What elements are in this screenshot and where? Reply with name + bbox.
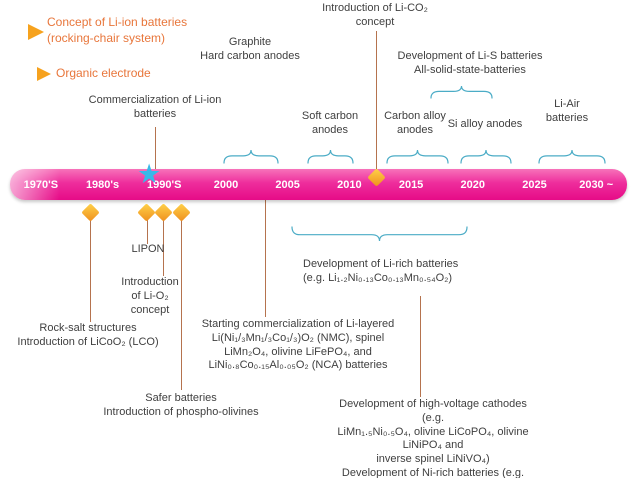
organic-electrode-label: Organic electrode [56, 66, 151, 80]
lipon-label: LIPON [131, 243, 165, 255]
soft-carbon-label: Soft carbon anodes [301, 110, 359, 136]
brace-carbon-alloy [386, 149, 449, 164]
brace-graphite [223, 149, 279, 164]
connector-line [90, 220, 91, 322]
timeline-label: 2005 [275, 178, 300, 191]
li-co2-concept-label: Introduction of Li-CO₂ concept [322, 2, 428, 28]
safer-batteries-label: Safer batteries Introduction of phospho-… [103, 392, 259, 418]
timeline-label: 2020 [460, 178, 486, 191]
timeline-label: 2015 [398, 178, 424, 191]
brace-li-s [430, 85, 493, 99]
diamond-icon [172, 203, 191, 222]
timeline-bar: 1970'S 1980's 1990'S 2000 2005 2010 2015… [10, 169, 627, 200]
brace-si-alloy [460, 149, 512, 164]
si-alloy-label: Si alloy anodes [447, 118, 523, 130]
star-icon: ★ [137, 159, 162, 189]
connector-line [155, 127, 156, 170]
timeline-label: 1990'S [147, 178, 182, 191]
li-o2-concept-label: Introduction of Li-O₂ concept [121, 276, 179, 316]
timeline-label: 2030 ~ [579, 178, 614, 191]
connector-line [420, 296, 421, 397]
brace-soft-carbon [307, 149, 354, 164]
connector-line [376, 31, 377, 171]
brace-li-rich [291, 226, 468, 242]
brace-li-air [538, 149, 606, 164]
flag-icon [37, 67, 51, 81]
rock-salt-lco-label: Rock-salt structures Introduction of LiC… [17, 322, 159, 348]
concept-li-ion-label: Concept of Li-ion batteries (rocking-cha… [47, 15, 188, 45]
diamond-icon [81, 203, 100, 222]
layered-commercialization-label: Starting commercialization of Li-layered… [201, 318, 395, 372]
flag-icon [28, 24, 44, 40]
carbon-alloy-label: Carbon alloy anodes [384, 110, 446, 136]
li-air-label: Li-Air batteries [545, 98, 589, 124]
timeline-label: 1970'S [23, 178, 59, 191]
diamond-icon [137, 203, 156, 222]
li-s-solid-state-label: Development of Li-S batteries All-solid-… [397, 50, 543, 76]
high-voltage-ni-rich-label: Development of high-voltage cathodes (e.… [337, 398, 529, 478]
timeline-label: 2000 [213, 178, 239, 191]
connector-line [181, 220, 182, 390]
timeline-label: 2025 [522, 178, 547, 191]
timeline-label: 2010 [337, 178, 362, 191]
connector-line [265, 200, 266, 317]
connector-line [147, 220, 148, 244]
graphite-hard-carbon-label: Graphite Hard carbon anodes [200, 36, 300, 62]
commercialization-label: Commercialization of Li-ion batteries [88, 94, 222, 120]
timeline-label: 1980's [85, 178, 120, 191]
connector-line [163, 220, 164, 276]
diamond-icon [154, 203, 173, 222]
li-rich-label: Development of Li-rich batteries (e.g. L… [303, 258, 459, 284]
